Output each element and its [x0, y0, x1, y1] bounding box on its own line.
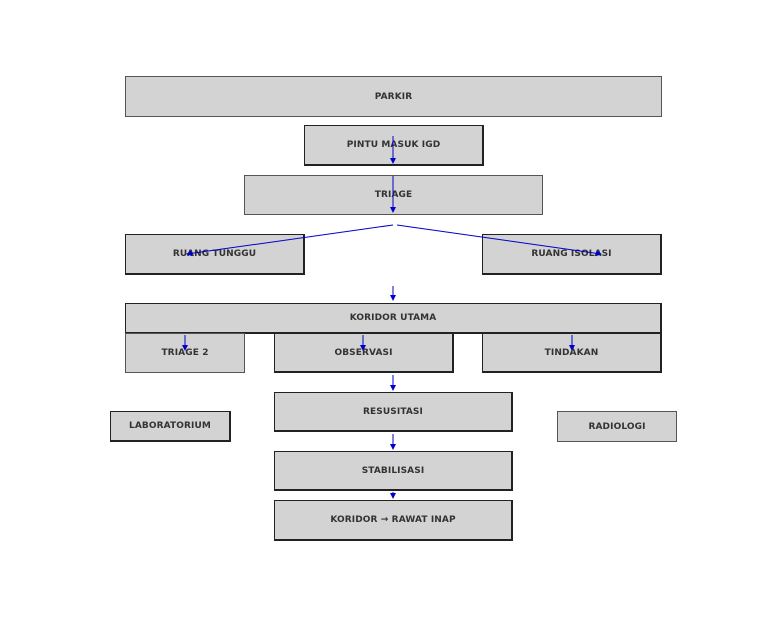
pintu-masuk-igd-box: PINTU MASUK IGD — [304, 125, 484, 166]
koridor-rawat-inap-box: KORIDOR → RAWAT INAP — [274, 500, 513, 541]
observasi-box: OBSERVASI — [274, 333, 454, 373]
resusitasi-box: RESUSITASI — [274, 392, 513, 432]
koridor-utama-box: KORIDOR UTAMA — [125, 303, 662, 334]
ruang-isolasi-box: RUANG ISOLASI — [482, 234, 662, 275]
laboratorium-box: LABORATORIUM — [110, 411, 231, 442]
triage-box: TRIAGE — [244, 175, 543, 215]
tindakan-box: TINDAKAN — [482, 333, 662, 373]
radiologi-box: RADIOLOGI — [557, 411, 677, 442]
parkir-box: PARKIR — [125, 76, 662, 117]
triage-2-box: TRIAGE 2 — [125, 333, 245, 373]
ruang-tunggu-box: RUANG TUNGGU — [125, 234, 305, 275]
stabilisasi-box: STABILISASI — [274, 451, 513, 491]
